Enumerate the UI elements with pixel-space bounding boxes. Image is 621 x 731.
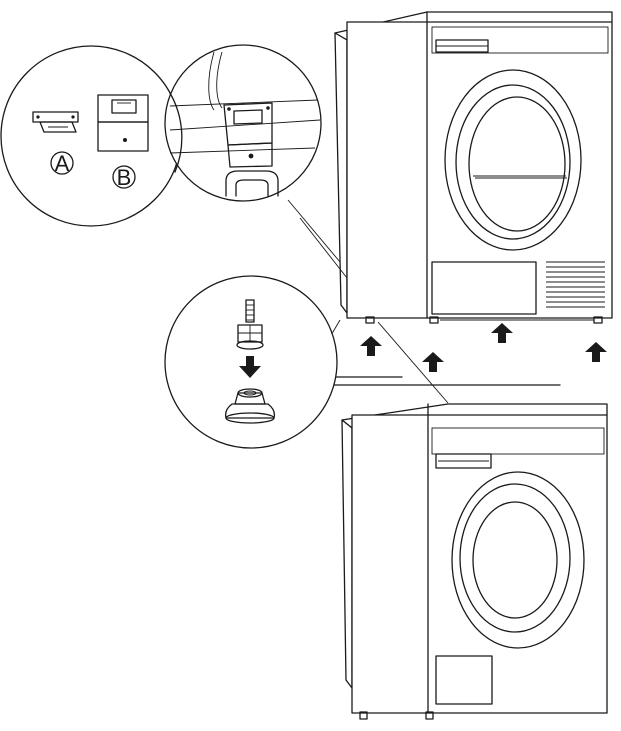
part-a-label-circle	[50, 151, 74, 175]
alignment-lines	[331, 321, 561, 404]
dryer-door-outer	[444, 69, 582, 251]
washer-detergent-drawer	[435, 453, 492, 469]
up-arrow-icon	[491, 323, 513, 343]
bracket-callout: A B	[0, 44, 348, 279]
part-b-label-circle	[112, 165, 136, 189]
dryer-door-glass	[468, 96, 566, 232]
dryer-door-ring	[455, 84, 571, 240]
bracket-mounted-circle	[164, 44, 322, 202]
dryer-front	[346, 21, 613, 319]
washer-foot	[359, 711, 368, 720]
part-b-label: B	[117, 165, 132, 190]
dryer-foot	[429, 316, 439, 324]
washer-door-outer	[451, 471, 585, 649]
part-a-label: A	[55, 151, 70, 176]
anti-vibration-cup	[224, 388, 276, 424]
washer-service-panel	[435, 655, 493, 705]
down-arrow-icon	[239, 356, 261, 378]
washing-machine	[341, 403, 608, 720]
washer-door-ring	[459, 483, 571, 633]
foot-callout	[164, 275, 341, 449]
dryer	[334, 11, 613, 324]
adjustable-foot	[236, 299, 264, 350]
up-arrow-icon	[422, 352, 444, 372]
dryer-foot	[365, 316, 375, 324]
washer-side	[341, 419, 353, 689]
washer-front	[351, 414, 608, 714]
washer-control-panel	[431, 427, 605, 455]
dryer-filter-door	[431, 261, 537, 315]
bracket-parts-circle	[0, 45, 182, 227]
washer-foot	[425, 711, 434, 720]
mounted-bracket	[169, 51, 321, 197]
dryer-vent-grille	[546, 261, 605, 308]
dryer-control-panel	[431, 26, 609, 54]
washer-door-glass	[472, 501, 558, 619]
bracket-a	[32, 111, 79, 133]
up-arrow-icon	[360, 336, 382, 356]
bracket-b	[97, 94, 149, 152]
lift-arrows	[360, 323, 607, 372]
up-arrow-icon	[585, 342, 607, 362]
